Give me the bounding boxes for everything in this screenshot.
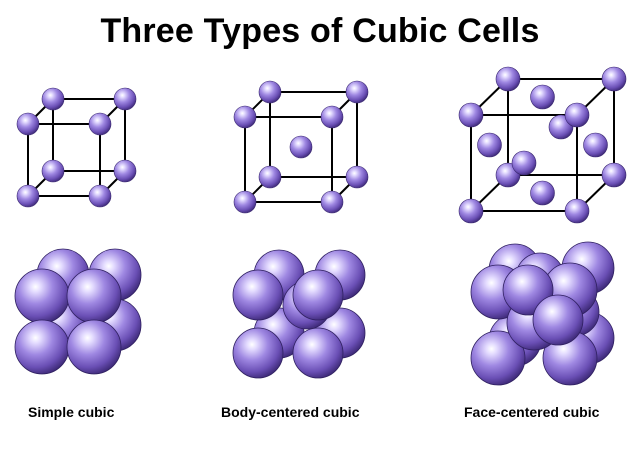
corner-atom [258, 80, 282, 104]
corner-atom [601, 162, 627, 188]
face-center-atom [477, 132, 502, 158]
corner-atom [16, 112, 40, 136]
packed-atom [14, 319, 70, 375]
corner-atom [88, 112, 112, 136]
corner-atom [113, 87, 137, 111]
corner-atom [113, 159, 137, 183]
corner-atom [233, 190, 257, 214]
corner-atom [564, 102, 590, 128]
corner-atom [458, 198, 484, 224]
packed-atom [292, 269, 344, 321]
corner-atom [345, 165, 369, 189]
corner-atom [258, 165, 282, 189]
body-center-atom [289, 135, 313, 159]
caption-face-centered-cubic: Face-centered cubic [464, 404, 600, 420]
face-center-atom [583, 132, 608, 158]
caption-body-centered-cubic: Body-centered cubic [221, 404, 360, 420]
face-center-atom [530, 180, 555, 206]
packed-atom [232, 327, 284, 379]
corner-atom [345, 80, 369, 104]
body-centered-cubic-wireframe [233, 80, 369, 214]
packed-atom [232, 269, 284, 321]
corner-atom [16, 184, 40, 208]
corner-atom [88, 184, 112, 208]
packed-atom [292, 327, 344, 379]
corner-atom [41, 159, 65, 183]
corner-atom [320, 105, 344, 129]
face-center-atom [511, 150, 537, 176]
face-centered-cubic-wireframe [458, 66, 627, 224]
caption-simple-cubic: Simple cubic [28, 404, 115, 420]
corner-atom [601, 66, 627, 92]
corner-atom [233, 105, 257, 129]
corner-atom [320, 190, 344, 214]
packed-atom [66, 319, 122, 375]
simple-cubic-packing-model [14, 248, 142, 375]
face-center-atom [530, 84, 555, 110]
diagram-title: Three Types of Cubic Cells [100, 12, 540, 50]
corner-atom [564, 198, 590, 224]
corner-atom [495, 66, 521, 92]
corner-atom [458, 102, 484, 128]
simple-cubic-wireframe [16, 87, 137, 208]
packed-atom [470, 330, 526, 386]
packed-atom [532, 294, 584, 346]
face-centered-cubic-packing-model [470, 241, 615, 386]
corner-atom [41, 87, 65, 111]
body-centered-cubic-packing-model [232, 249, 366, 379]
packed-atom [14, 268, 70, 324]
packed-atom [66, 268, 122, 324]
